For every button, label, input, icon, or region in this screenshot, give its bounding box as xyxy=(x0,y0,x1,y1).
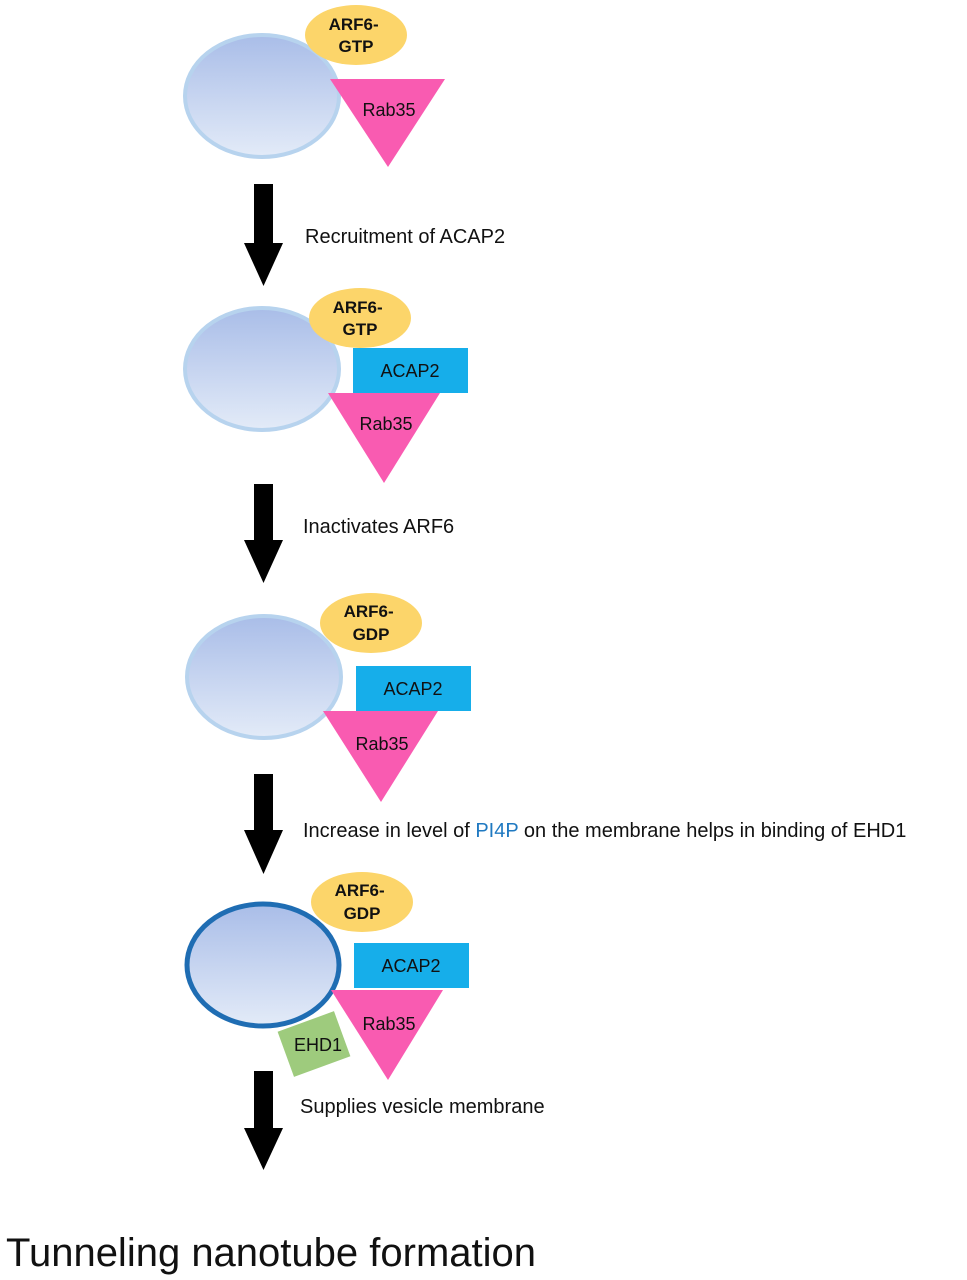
step-text-part: Recruitment of ACAP2 xyxy=(305,226,505,248)
down-arrow xyxy=(244,484,283,583)
step-label: Increase in level of PI4P on the membran… xyxy=(303,820,906,842)
highlight-term: PI4P xyxy=(475,820,518,842)
arf6-label: ARF6- GTP xyxy=(329,15,384,56)
vesicle xyxy=(183,306,341,432)
rab35-label: Rab35 xyxy=(359,414,412,434)
acap2-box xyxy=(354,943,469,988)
stage-1: Rab35 ARF6- GTP xyxy=(183,5,445,167)
ehd1-label: EHD1 xyxy=(294,1035,342,1055)
rab35-label: Rab35 xyxy=(362,1014,415,1034)
down-arrow xyxy=(244,184,283,286)
acap2-label: ACAP2 xyxy=(383,679,442,699)
rab35-label: Rab35 xyxy=(355,734,408,754)
stage-2: ACAP2 Rab35 ARF6- GTP xyxy=(183,288,468,483)
arf6-oval xyxy=(305,5,407,65)
result-title: Tunneling nanotube formation xyxy=(6,1231,536,1275)
arf6-oval xyxy=(311,872,413,932)
acap2-label: ACAP2 xyxy=(380,361,439,381)
rab35-triangle xyxy=(330,79,445,167)
step-text-part: Increase in level of xyxy=(303,820,475,842)
arf6-label: ARF6- GTP xyxy=(333,298,388,339)
step-text-part: Inactivates ARF6 xyxy=(303,516,454,538)
ehd1-diamond xyxy=(277,1011,351,1077)
down-arrow xyxy=(244,774,283,874)
arf6-oval xyxy=(309,288,411,348)
rab35-triangle xyxy=(323,711,438,802)
acap2-label: ACAP2 xyxy=(381,956,440,976)
rab35-triangle xyxy=(328,393,440,483)
rab35-triangle xyxy=(331,990,443,1080)
rab35-label: Rab35 xyxy=(362,100,415,120)
step-text-part: on the membrane helps in binding of EHD1 xyxy=(518,820,906,842)
step-label: Recruitment of ACAP2 xyxy=(305,226,505,248)
step-3: Increase in level of PI4P on the membran… xyxy=(244,774,906,874)
acap2-box xyxy=(353,348,468,393)
step-label: Supplies vesicle membrane xyxy=(300,1096,545,1118)
step-4: Supplies vesicle membrane xyxy=(244,1071,545,1170)
step-2: Inactivates ARF6 xyxy=(244,484,454,583)
arf6-oval xyxy=(320,593,422,653)
step-label: Inactivates ARF6 xyxy=(303,516,454,538)
arf6-label: ARF6- GDP xyxy=(335,881,390,923)
down-arrow xyxy=(244,1071,283,1170)
vesicle xyxy=(183,33,341,159)
arf6-label: ARF6- GDP xyxy=(344,602,399,644)
step-text-part: Supplies vesicle membrane xyxy=(300,1096,545,1118)
acap2-box xyxy=(356,666,471,711)
stage-4: EHD1 ACAP2 Rab35 ARF6- GDP xyxy=(184,872,469,1080)
stage-3: ACAP2 Rab35 ARF6- GDP xyxy=(185,593,471,802)
vesicle xyxy=(185,614,343,740)
vesicle-active xyxy=(184,901,342,1029)
step-1: Recruitment of ACAP2 xyxy=(244,184,505,286)
